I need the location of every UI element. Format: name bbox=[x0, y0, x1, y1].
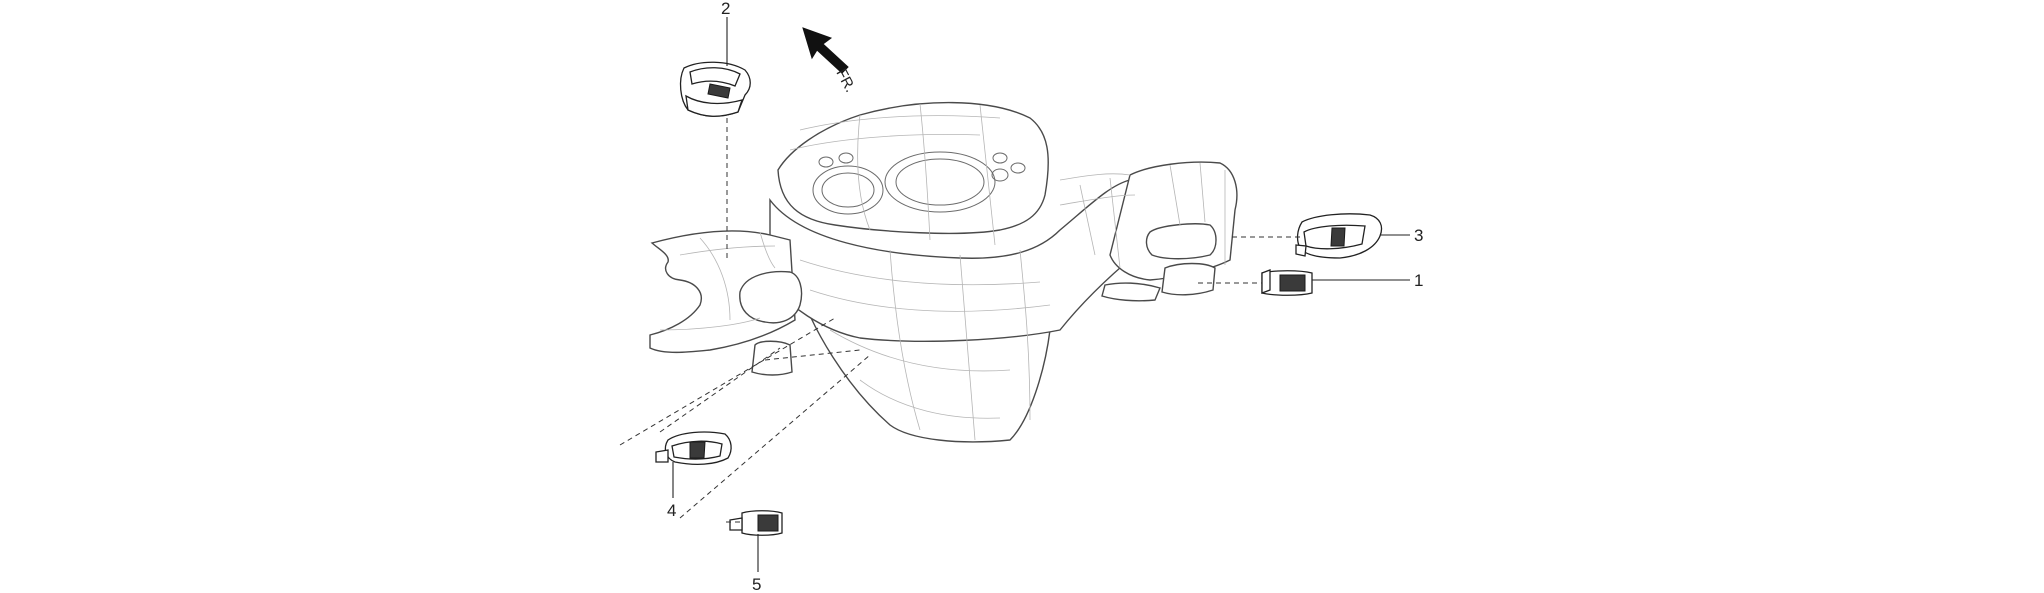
callout-3: 3 bbox=[1414, 226, 1423, 245]
part-3-switch bbox=[1295, 213, 1383, 259]
callout-4: 4 bbox=[667, 501, 676, 520]
callout-1: 1 bbox=[1414, 271, 1423, 290]
handlebar-cover-assembly bbox=[649, 101, 1238, 443]
front-direction-label: FR. bbox=[832, 66, 858, 95]
callout-leaders bbox=[672, 17, 1410, 572]
front-direction-arrow: FR. bbox=[802, 27, 859, 95]
part-4-switch bbox=[655, 431, 732, 465]
part-1-switch bbox=[1261, 269, 1313, 296]
callout-5: 5 bbox=[752, 575, 761, 593]
part-5-switch bbox=[729, 510, 783, 536]
part-2-switch-cap bbox=[679, 61, 751, 117]
callout-2: 2 bbox=[721, 0, 730, 18]
assembly-guide-lines bbox=[619, 118, 1300, 523]
